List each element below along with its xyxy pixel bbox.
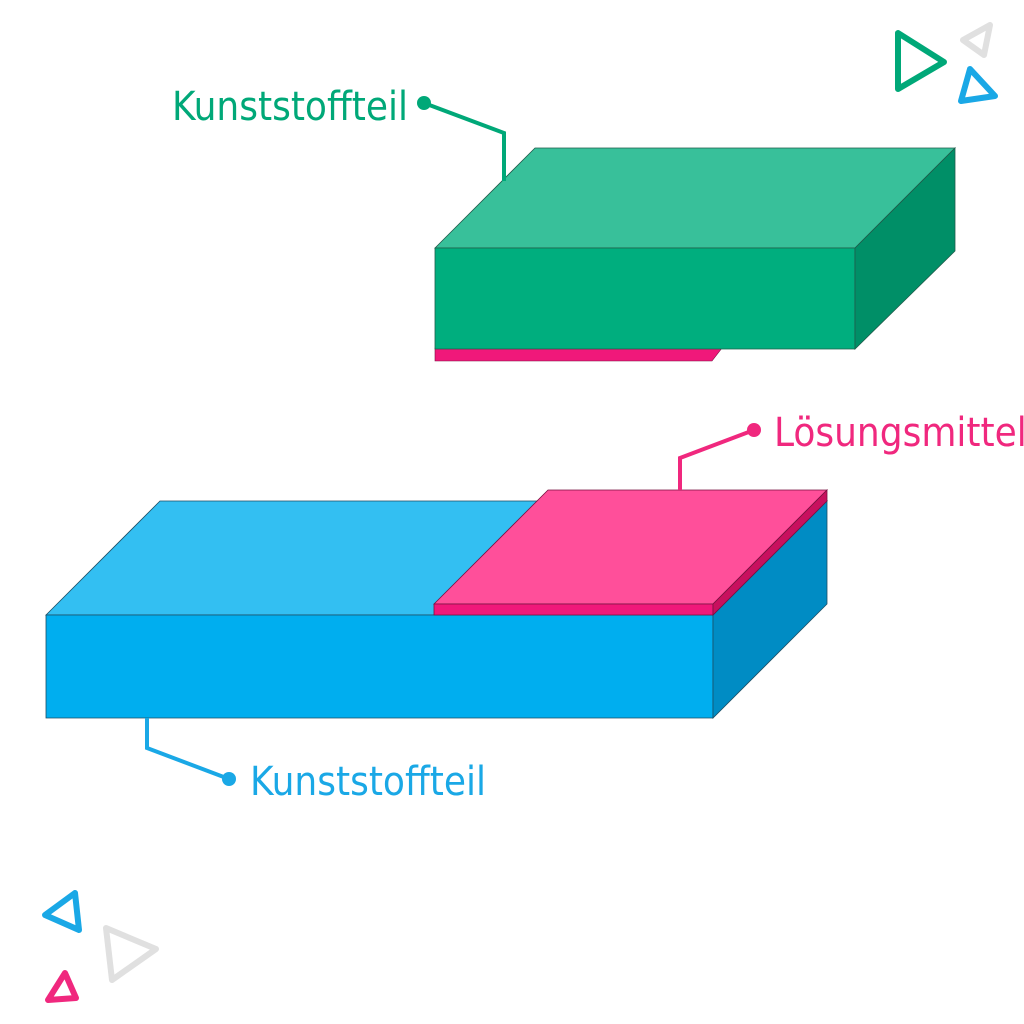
leader-line-solvent bbox=[678, 428, 755, 490]
leader-dot-upper-part bbox=[417, 96, 431, 110]
label-lower-part: Kunststoffteil bbox=[250, 759, 486, 805]
triangle-gray-outline-icon bbox=[103, 925, 159, 983]
triangle-green-outline-icon bbox=[895, 30, 947, 92]
triangle-pink-outline-icon bbox=[45, 970, 79, 1003]
triangle-gray-outline-icon bbox=[960, 22, 993, 58]
callout-lower-part: Kunststoffteil bbox=[145, 718, 486, 805]
triangle-blue-outline-icon bbox=[958, 66, 998, 104]
upper-part-front-face bbox=[434, 247, 856, 350]
callout-solvent: Lösungsmittel bbox=[678, 410, 1024, 490]
leader-line-lower-part bbox=[145, 718, 230, 781]
upper-plastic-part bbox=[434, 147, 956, 362]
solvent-side-edge bbox=[712, 489, 828, 616]
leader-dot-lower-part bbox=[222, 772, 236, 786]
solvent-layer bbox=[433, 489, 828, 616]
label-upper-part: Kunststoffteil bbox=[172, 84, 408, 130]
leader-line-upper-part bbox=[423, 101, 506, 181]
label-solvent: Lösungsmittel bbox=[774, 410, 1024, 456]
leader-dot-solvent bbox=[747, 423, 761, 437]
decoration-bottom-left bbox=[42, 890, 159, 1003]
triangle-blue-outline-icon bbox=[42, 890, 82, 933]
lower-part-front-face bbox=[45, 614, 714, 719]
upper-solvent-layer bbox=[434, 347, 723, 362]
upper-part-side-face bbox=[854, 147, 956, 350]
callout-upper-part: Kunststoffteil bbox=[172, 84, 506, 181]
solvent-front-edge bbox=[433, 603, 714, 616]
decoration-top-right bbox=[895, 22, 998, 104]
